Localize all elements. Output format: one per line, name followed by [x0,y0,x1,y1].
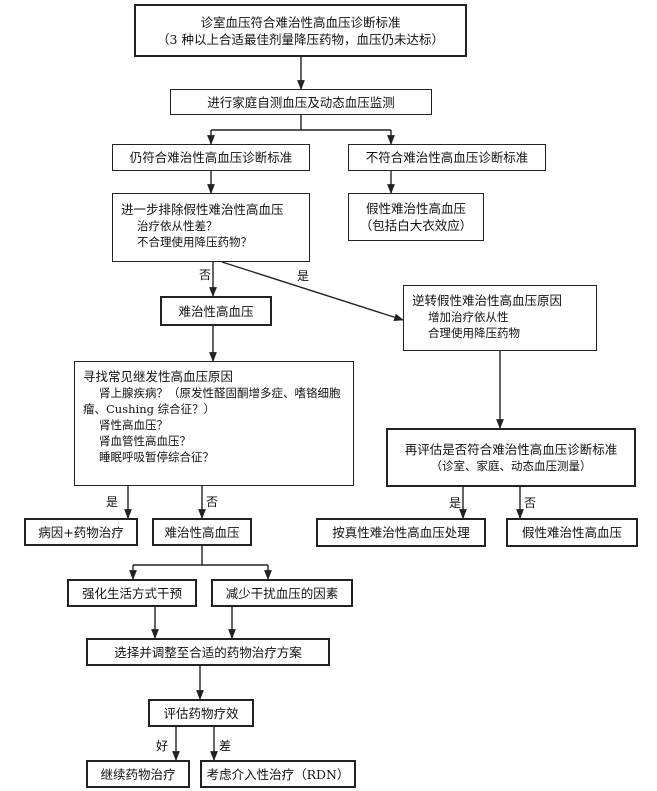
node-reverse-pseudo-causes-title: 逆转假性难治性高血压原因 [412,293,563,308]
node-treat-as-true-resistant-text: 按真性难治性高血压处理 [332,525,470,540]
edge-label-bad: 差 [219,739,232,753]
edge-label-good: 好 [156,739,169,753]
node-initial-diagnosis-title: 诊室血压符合难治性高血压诊断标准 [200,14,401,30]
edge-label-no: 否 [524,496,537,510]
node-consider-rdn-text: 考虑介入性治疗（RDN） [206,766,350,782]
node-reverse-pseudo-causes-item: 增加治疗依从性 [428,310,509,324]
node-pseudo-resistant-note: （包括白大衣效应） [359,218,473,233]
node-reduce-interfering-factors: 减少干扰血压的因素 [211,579,353,607]
node-still-meets-criteria: 仍符合难治性高血压诊断标准 [112,144,310,171]
node-not-meet-criteria-text: 不符合难治性高血压诊断标准 [365,150,529,165]
node-secondary-causes: 寻找常见继发性高血压原因 肾上腺疾病？（原发性醛固酮增多症、嗜铬细胞瘤、Cush… [74,361,354,486]
node-assess-drug-efficacy-text: 评估药物疗效 [163,705,239,721]
node-lifestyle-intervention: 强化生活方式干预 [67,579,197,607]
edge-label-no: 否 [199,268,212,282]
node-resistant-hypertension: 难治性高血压 [160,296,272,326]
node-initial-diagnosis: 诊室血压符合难治性高血压诊断标准 （3 种以上合适最佳剂量降压药物，血压仍未达标… [134,4,467,57]
node-pseudo-resistant-2-text: 假性难治性高血压 [521,525,622,540]
node-still-meets-criteria-text: 仍符合难治性高血压诊断标准 [129,150,293,165]
node-continue-drug-therapy: 继续药物治疗 [86,760,190,788]
node-select-drug-regimen: 选择并调整至合适的药物治疗方案 [86,638,330,666]
node-resistant-hypertension-text: 难治性高血压 [178,303,254,319]
edge-label-yes: 是 [106,495,119,509]
edge-label-no: 否 [206,495,219,509]
node-home-ambulatory-bp-text: 进行家庭自测血压及动态血压监测 [207,94,395,110]
node-reverse-pseudo-causes-item: 合理使用降压药物 [428,326,520,340]
node-pseudo-resistant: 假性难治性高血压 （包括白大衣效应） [348,193,484,241]
node-exclude-pseudo-item: 治疗依从性差？ [137,219,218,233]
node-pseudo-resistant-title: 假性难治性高血压 [365,201,466,216]
node-assess-drug-efficacy: 评估药物疗效 [148,699,254,727]
node-exclude-pseudo: 进一步排除假性难治性高血压 治疗依从性差？ 不合理使用降压药物？ [112,193,310,262]
node-reassess-criteria-title: 再评估是否符合难治性高血压诊断标准 [404,441,618,457]
edge-n5-n8 [221,261,404,322]
node-not-meet-criteria: 不符合难治性高血压诊断标准 [348,144,546,171]
node-etiology-drug-treatment-text: 病因+药物治疗 [38,524,124,540]
node-secondary-causes-item: 肾性高血压？ [99,418,168,432]
node-reassess-criteria: 再评估是否符合难治性高血压诊断标准 （诊室、家庭、动态血压测量） [386,428,636,487]
node-secondary-causes-item: 肾血管性高血压？ [99,434,191,448]
node-consider-rdn: 考虑介入性治疗（RDN） [200,760,356,788]
edge-label-yes: 是 [449,496,462,510]
node-pseudo-resistant-2: 假性难治性高血压 [506,518,638,547]
node-lifestyle-intervention-text: 强化生活方式干预 [81,585,182,601]
node-select-drug-regimen-text: 选择并调整至合适的药物治疗方案 [114,644,302,660]
node-etiology-drug-treatment: 病因+药物治疗 [24,518,138,546]
node-resistant-hypertension-2: 难治性高血压 [152,518,252,546]
node-reduce-interfering-factors-text: 减少干扰血压的因素 [225,585,339,601]
node-exclude-pseudo-item: 不合理使用降压药物？ [137,235,252,249]
node-home-ambulatory-bp: 进行家庭自测血压及动态血压监测 [170,89,432,115]
edge-label-yes: 是 [297,269,310,283]
node-initial-diagnosis-note: （3 种以上合适最佳剂量降压药物，血压仍未达标） [157,31,444,47]
node-continue-drug-therapy-text: 继续药物治疗 [100,766,176,782]
node-resistant-hypertension-2-text: 难治性高血压 [164,524,240,540]
node-treat-as-true-resistant: 按真性难治性高血压处理 [316,518,486,547]
node-secondary-causes-item: 肾上腺疾病？（原发性醛固酮增多症、嗜铬细胞瘤、Cushing 综合征？） [83,386,341,416]
node-secondary-causes-title: 寻找常见继发性高血压原因 [83,369,234,384]
node-reassess-criteria-note: （诊室、家庭、动态血压测量） [430,458,592,473]
node-exclude-pseudo-title: 进一步排除假性难治性高血压 [121,202,284,217]
node-secondary-causes-item: 睡眠呼吸暂停综合征？ [99,450,214,464]
node-reverse-pseudo-causes: 逆转假性难治性高血压原因 增加治疗依从性 合理使用降压药物 [403,285,597,351]
